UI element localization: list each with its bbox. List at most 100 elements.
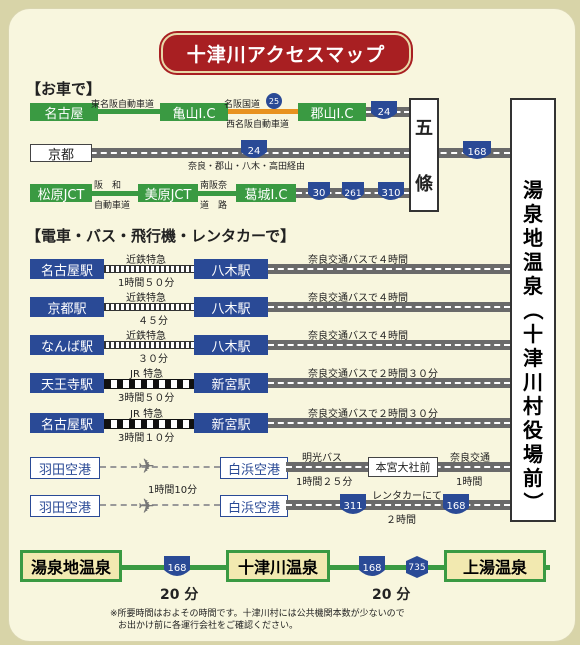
route-label: 南阪奈 — [200, 181, 228, 191]
destination-char: 場 — [523, 442, 543, 466]
gojo-box: 五 條 — [409, 98, 439, 212]
destination-char: 十 — [523, 322, 543, 346]
gojo-char-2: 條 — [415, 174, 433, 195]
road-segment — [268, 418, 510, 428]
route-shield: 168 — [162, 552, 192, 586]
train-header: 【電車・バス・飛行機・レンタカーで】 — [26, 227, 296, 245]
rail-line — [104, 265, 194, 273]
road-segment — [268, 264, 510, 274]
gojo-char-1: 五 — [415, 118, 433, 139]
spa-yusenji: 湯泉地温泉 — [20, 550, 122, 582]
destination-char: 川 — [523, 370, 543, 394]
destination-char: 温 — [523, 250, 543, 274]
svg-text:168: 168 — [167, 563, 186, 574]
rail-name: 近鉄特急 — [126, 255, 166, 266]
svg-text:310: 310 — [381, 188, 400, 199]
bus-label: 奈良交通バスで４時間 — [308, 331, 408, 342]
route-shield: 30 — [306, 178, 332, 210]
svg-text:24: 24 — [378, 107, 391, 118]
via-station: 新宮駅 — [194, 413, 268, 433]
route-label: 西名阪自動車道 — [226, 120, 290, 130]
route-label: 名阪国道 — [224, 100, 261, 110]
route-shield: 24 — [239, 136, 269, 168]
airplane-icon: ✈ — [138, 454, 155, 478]
route-label: 自動車道 — [94, 201, 131, 211]
travel-time: 20 分 — [160, 587, 199, 603]
bus-label: 奈良交通バスで２時間３０分 — [308, 369, 438, 380]
route-shield: 25 — [265, 92, 283, 114]
bus-label: 奈良交通バスで４時間 — [308, 255, 408, 266]
svg-text:30: 30 — [313, 188, 326, 199]
svg-text:168: 168 — [446, 501, 465, 512]
airplane-icon: ✈ — [138, 494, 155, 518]
via-station: 八木駅 — [194, 297, 268, 317]
rail-time: 3時間５０分 — [118, 393, 175, 404]
route-label: 道 路 — [200, 201, 228, 211]
origin-station: 天王寺駅 — [30, 373, 104, 393]
route-label: 東名阪自動車道 — [91, 100, 155, 110]
note-line-1: ※所要時間はおよその時間です。十津川村には公共機関本数が少ないので — [110, 609, 405, 619]
note-line-2: お出かけ前に各運行会社をご確認ください。 — [118, 621, 299, 631]
flight-time: 1時間10分 — [148, 485, 198, 496]
destination-char: 前 — [523, 466, 543, 490]
origin-station: 京都駅 — [30, 297, 104, 317]
route-shield: 311 — [338, 490, 368, 524]
rail-name: JR 特急 — [130, 409, 164, 420]
svg-text:25: 25 — [269, 97, 279, 106]
route-label: 奈良・郡山・八木・高田経由 — [188, 162, 306, 172]
bus-label: 奈良交通バスで４時間 — [308, 293, 408, 304]
destination-char: 湯 — [523, 178, 543, 202]
via-mihara: 美原JCT — [138, 184, 198, 203]
svg-text:24: 24 — [248, 146, 261, 157]
bus-label: 奈良交通バスで２時間３０分 — [308, 409, 438, 420]
road-segment — [286, 500, 510, 510]
via-airport: 白浜空港 — [220, 495, 288, 517]
via-station: 新宮駅 — [194, 373, 268, 393]
rail-time: 3時間１０分 — [118, 433, 175, 444]
destination-panel: 湯泉地温泉（十津川村役場前） — [510, 98, 556, 522]
bus-time: 1時間 — [456, 477, 483, 488]
bus-time: 1時間２５分 — [296, 477, 353, 488]
spa-totsukawa: 十津川温泉 — [226, 550, 330, 582]
stop-hongu: 本宮大社前 — [368, 457, 438, 477]
road-segment — [268, 302, 510, 312]
road-segment — [98, 109, 160, 114]
bus-label: 明光バス — [302, 453, 342, 464]
rail-line — [104, 341, 194, 349]
rail-time: ４５分 — [138, 316, 168, 327]
via-station: 八木駅 — [194, 335, 268, 355]
route-shield: 168 — [357, 552, 387, 586]
rail-line — [104, 303, 194, 311]
destination-char: 役 — [523, 418, 543, 442]
origin-airport: 羽田空港 — [30, 457, 100, 479]
via-station: 八木駅 — [194, 259, 268, 279]
travel-time: 20 分 — [372, 587, 411, 603]
origin-kyoto: 京都 — [30, 144, 92, 163]
via-koriyama: 郡山I.C — [298, 103, 366, 122]
road-segment — [268, 378, 510, 388]
svg-text:311: 311 — [343, 501, 362, 512]
flight-path — [100, 466, 220, 468]
rail-name: 近鉄特急 — [126, 331, 166, 342]
destination-char: 泉 — [523, 274, 543, 298]
origin-station: なんば駅 — [30, 335, 104, 355]
destination-char: 村 — [523, 394, 543, 418]
svg-text:168: 168 — [467, 147, 486, 158]
via-kameyama: 亀山I.C — [160, 103, 228, 122]
destination-label: 湯泉地温泉（十津川村役場前） — [512, 178, 554, 514]
route-shield: 310 — [376, 178, 406, 210]
route-shield: 735 — [404, 554, 430, 584]
route-shield: 168 — [461, 137, 493, 169]
destination-char: 津 — [523, 346, 543, 370]
road-segment — [268, 340, 510, 350]
origin-station: 名古屋駅 — [30, 259, 104, 279]
rail-time: 1時間５０分 — [118, 278, 175, 289]
destination-char: ） — [521, 492, 545, 512]
destination-char: （ — [521, 300, 545, 320]
route-shield: 24 — [369, 97, 399, 129]
origin-station: 名古屋駅 — [30, 413, 104, 433]
rail-time: ３０分 — [138, 354, 168, 365]
car-header: 【お車で】 — [26, 80, 102, 98]
rent-label: レンタカーにて — [372, 491, 442, 502]
rail-name: JR 特急 — [130, 369, 164, 380]
